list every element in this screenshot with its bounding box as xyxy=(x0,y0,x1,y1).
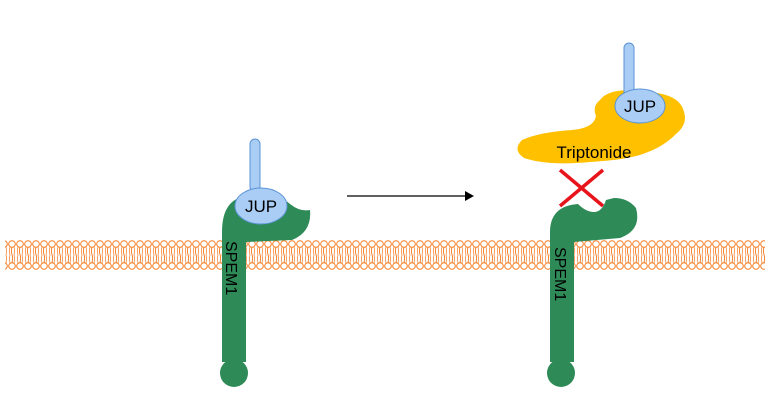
right-arrow-icon xyxy=(347,191,474,201)
right-jup-label: JUP xyxy=(624,97,656,116)
right-spem1-protein xyxy=(547,198,638,387)
left-spem1-protein xyxy=(220,196,311,387)
right-spem1-label: SPEM1 xyxy=(551,247,568,301)
cell-membrane xyxy=(5,240,765,270)
left-jup-protein xyxy=(234,138,288,225)
left-spem1-label: SPEM1 xyxy=(222,241,239,295)
red-x-blocked-icon xyxy=(558,168,605,208)
left-jup-label: JUP xyxy=(245,197,277,216)
triptonide-label: Triptonide xyxy=(557,143,632,162)
right-jup-protein xyxy=(614,42,666,124)
